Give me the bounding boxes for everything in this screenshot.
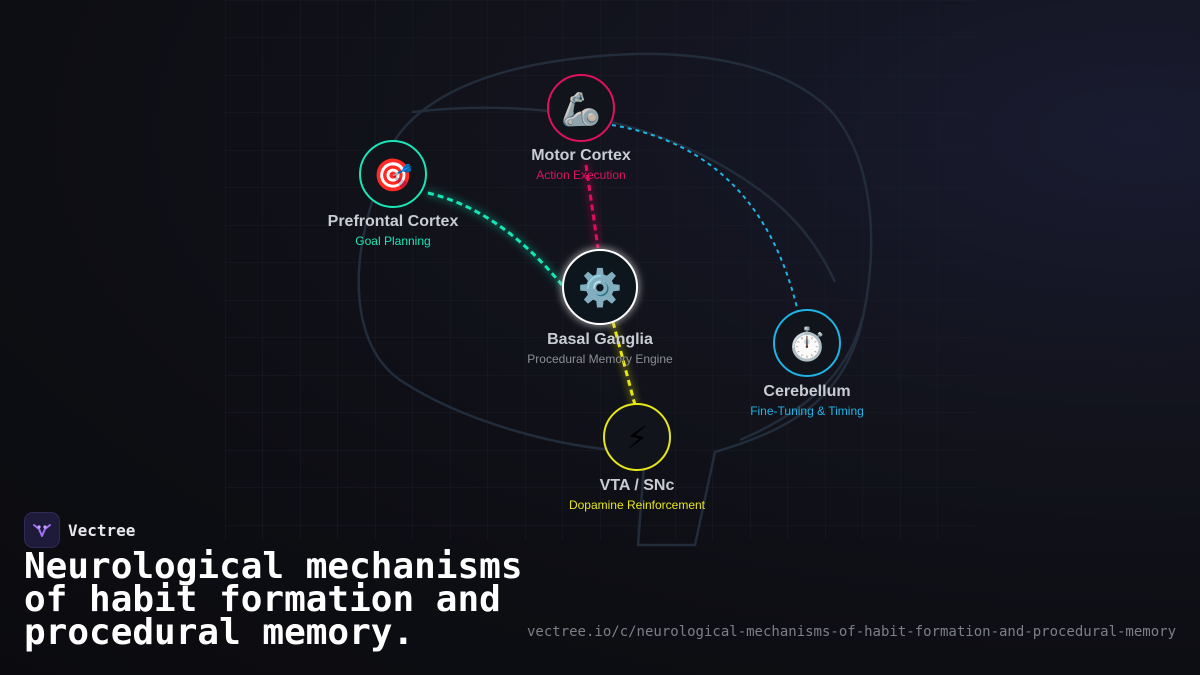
node-title-vta: VTA / SNc: [600, 477, 675, 494]
connection-motor-cerebellum: [611, 124, 799, 313]
connection-basal-vta: [611, 321, 637, 406]
node-cerebellum[interactable]: ⏱️ Cerebellum Fine-Tuning & Timing: [750, 309, 864, 418]
brand[interactable]: Vectree: [24, 512, 135, 548]
node-subtitle-basal: Procedural Memory Engine: [527, 352, 673, 366]
node-vta-snc[interactable]: ⚡ VTA / SNc Dopamine Reinforcement: [569, 403, 706, 512]
page-title: Neurological mechanisms of habit formati…: [24, 546, 564, 653]
node-title-basal: Basal Ganglia: [547, 331, 653, 348]
lightning-icon: ⚡: [626, 419, 648, 457]
node-subtitle-vta: Dopamine Reinforcement: [569, 498, 706, 512]
node-subtitle-prefrontal: Goal Planning: [355, 234, 430, 248]
node-prefrontal-cortex[interactable]: 🎯 Prefrontal Cortex Goal Planning: [328, 140, 459, 248]
page-title-line-1: Neurological mechanisms: [24, 546, 523, 587]
node-circle-basal: [562, 249, 638, 325]
node-circle-prefrontal: [359, 140, 427, 208]
page-url[interactable]: vectree.io/c/neurological-mechanisms-of-…: [526, 624, 1176, 640]
brand-name: Vectree: [68, 520, 136, 540]
connection-prefrontal-basal: [427, 191, 564, 286]
node-title-prefrontal: Prefrontal Cortex: [328, 213, 459, 230]
gear-icon: ⚙️: [578, 267, 623, 309]
node-subtitle-motor: Action Execution: [536, 168, 625, 182]
node-title-cerebellum: Cerebellum: [763, 383, 850, 400]
node-basal-ganglia[interactable]: ⚙️ Basal Ganglia Procedural Memory Engin…: [527, 249, 673, 366]
vectree-logo-icon: [24, 512, 60, 548]
stopwatch-icon: ⏱️: [787, 325, 827, 363]
node-circle-motor: [547, 74, 615, 142]
page-title-line-3: procedural memory.: [24, 612, 415, 653]
node-subtitle-cerebellum: Fine-Tuning & Timing: [750, 404, 864, 418]
mechanical-arm-icon: 🦾: [561, 90, 601, 128]
node-circle-cerebellum: [773, 309, 841, 377]
connections: [427, 124, 799, 406]
node-title-motor: Motor Cortex: [531, 147, 631, 164]
connection-motor-basal: [584, 164, 600, 249]
target-icon: 🎯: [373, 156, 413, 194]
page-title-line-2: of habit formation and: [24, 579, 501, 620]
brain-outline: [357, 52, 873, 547]
node-circle-vta: [603, 403, 671, 471]
node-motor-cortex[interactable]: 🦾 Motor Cortex Action Execution: [531, 74, 631, 182]
